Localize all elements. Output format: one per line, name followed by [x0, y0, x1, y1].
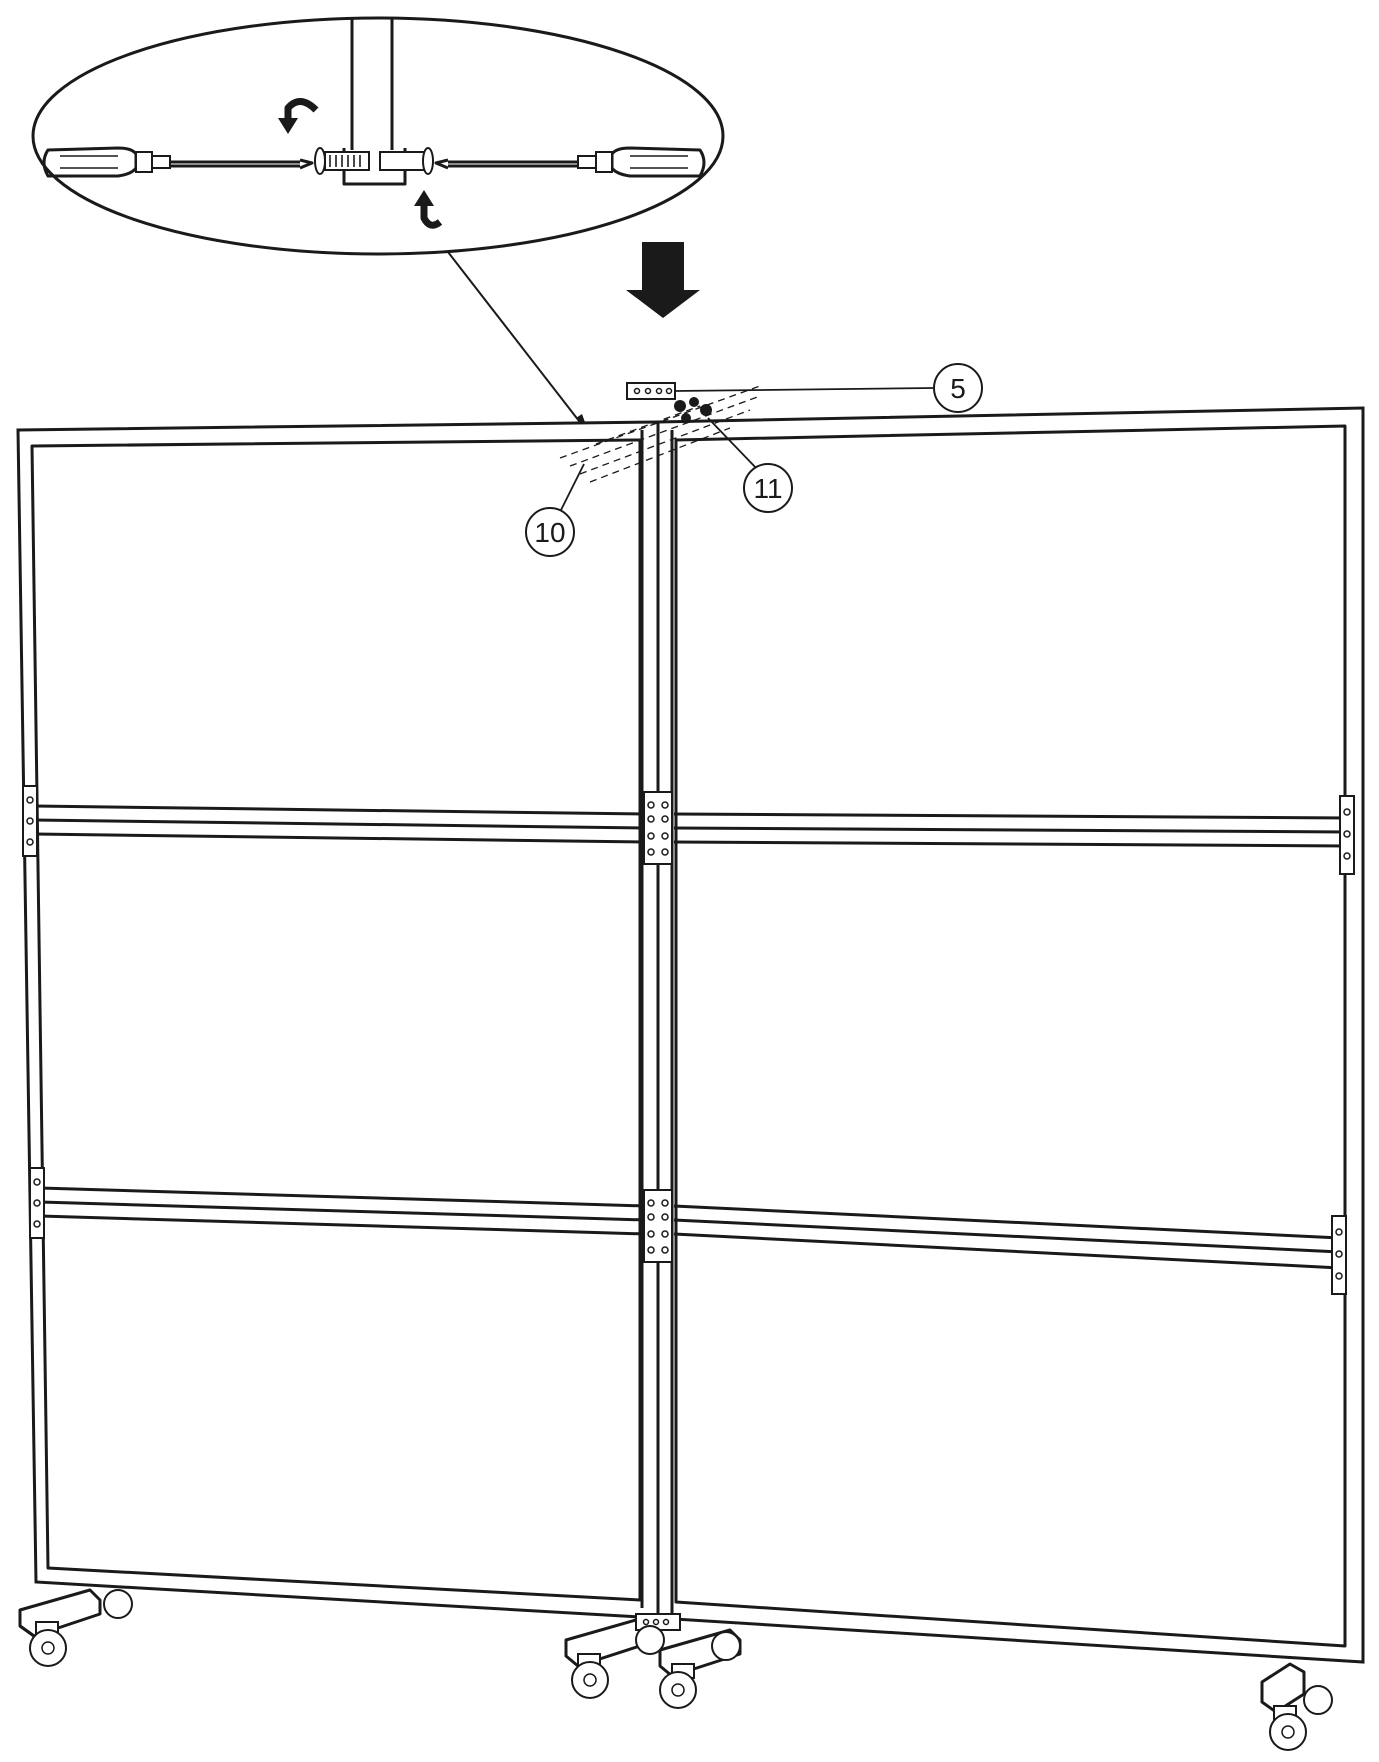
assembly-dashed-lines: [559, 385, 761, 483]
left-panel-upper-rail: [33, 804, 645, 844]
rotation-arrow-icon: [278, 98, 319, 134]
rotation-arrow-icon: [414, 190, 443, 229]
callout-11: 11: [707, 417, 793, 513]
detail-view: [31, 16, 725, 256]
right-panel-lower-rail: [673, 1204, 1341, 1270]
screwdriver-icon: [434, 146, 706, 178]
left-edge-plate-upper: [22, 785, 38, 857]
callout-5: 5: [674, 363, 983, 413]
caster-foot-center-left: [564, 1618, 648, 1699]
caster-foot-right: [1260, 1662, 1333, 1751]
right-edge-plate-lower: [1331, 1215, 1347, 1295]
right-panel-upper-rail: [673, 812, 1349, 848]
down-arrow-icon: [626, 242, 700, 318]
detail-post: [350, 18, 394, 150]
left-edge-plate-lower: [29, 1167, 45, 1239]
top-bracket-part: [626, 382, 676, 400]
left-panel: [16, 420, 660, 1620]
caster-foot-left: [18, 1588, 133, 1667]
detail-bracket: [314, 147, 434, 186]
center-connector-plate-upper: [643, 791, 673, 865]
detail-leader-line: [447, 251, 590, 436]
callout-10: 10: [525, 463, 585, 557]
callout-label-10: 10: [534, 517, 565, 548]
top-screws: [674, 397, 712, 423]
center-joint: [640, 430, 674, 1614]
right-panel: [656, 406, 1365, 1664]
screwdriver-icon: [42, 146, 314, 178]
right-edge-plate-upper: [1339, 795, 1355, 875]
left-panel-lower-rail: [39, 1186, 647, 1236]
center-connector-plate-lower: [643, 1189, 673, 1263]
caster-foot-center-right: [635, 1613, 742, 1709]
callout-label-5: 5: [950, 373, 966, 404]
callout-label-11: 11: [753, 473, 782, 504]
